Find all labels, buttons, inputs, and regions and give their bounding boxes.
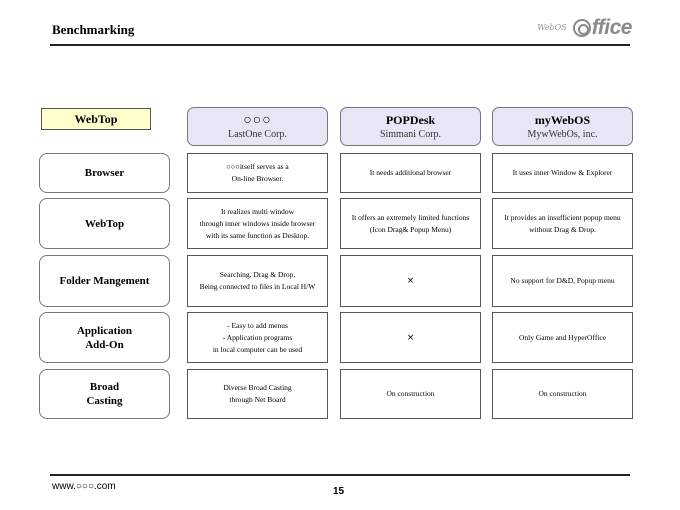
row-label-webtop: WebTop bbox=[39, 198, 170, 249]
column-header-corp: MywWebOs, inc. bbox=[527, 128, 598, 140]
table-cell: × bbox=[340, 312, 481, 363]
page-number: 15 bbox=[333, 486, 345, 497]
brand-logo: WebOS ffice bbox=[537, 15, 632, 41]
row-label-text: Application bbox=[76, 324, 132, 337]
footer-url: www.○○○.com bbox=[52, 481, 116, 492]
column-header-name: myWebOS bbox=[534, 112, 591, 127]
row-label-text: Add-On bbox=[85, 338, 124, 351]
cell-line: Only Game and HyperOffice bbox=[518, 332, 607, 342]
cell-line: It realizes multi window bbox=[220, 206, 295, 216]
cell-line: No support for D&D, Popup menu bbox=[510, 276, 615, 285]
cell-line: On construction bbox=[538, 389, 587, 398]
column-header-ooo: ○○○ LastOne Corp. bbox=[187, 107, 328, 146]
row-label-folder-management: Folder Mangement bbox=[39, 255, 170, 307]
cell-line: It offers an extremely limited functions bbox=[351, 212, 470, 222]
column-header-mywebos: myWebOS MywWebOs, inc. bbox=[492, 107, 633, 146]
table-cell: It offers an extremely limited functions… bbox=[340, 198, 481, 249]
table-cell: It realizes multi window through inner wi… bbox=[187, 198, 328, 249]
cell-line: with its same function as Desktop. bbox=[205, 230, 310, 240]
not-supported-mark: × bbox=[406, 276, 415, 286]
cell-line: It provides an insufficient popup menu bbox=[504, 212, 621, 222]
page-title: Benchmarking bbox=[52, 22, 135, 37]
column-header-corp: LastOne Corp. bbox=[228, 128, 287, 140]
cell-line: ○○○itself serves as a bbox=[226, 162, 289, 171]
row-label-browser: Browser bbox=[39, 153, 170, 193]
cell-line: On-line Browser. bbox=[231, 174, 284, 183]
row-label-text: Folder Mangement bbox=[59, 275, 150, 287]
table-cell: It provides an insufficient popup menu wi… bbox=[492, 198, 633, 249]
table-cell: - Easy to add menus - Application program… bbox=[187, 312, 328, 363]
table-cell: On construction bbox=[492, 369, 633, 419]
office-logo: ffice bbox=[572, 16, 633, 40]
table-cell: Diverse Broad Casting through Net Board bbox=[187, 369, 328, 419]
row-label-text: WebTop bbox=[84, 217, 125, 230]
footer-divider bbox=[50, 474, 630, 476]
cell-line: Diverse Broad Casting bbox=[223, 383, 292, 392]
table-cell: × bbox=[340, 255, 481, 307]
webos-logo-text: WebOS bbox=[537, 23, 567, 32]
table-cell: It uses inner Window & Explorer bbox=[492, 153, 633, 193]
cell-line: On construction bbox=[386, 389, 435, 398]
table-cell: No support for D&D, Popup menu bbox=[492, 255, 633, 307]
cell-line: It needs additional browser bbox=[369, 168, 452, 177]
table-cell: It needs additional browser bbox=[340, 153, 481, 193]
table-cell: Only Game and HyperOffice bbox=[492, 312, 633, 363]
row-label-text: Browser bbox=[84, 167, 125, 179]
column-header-name: POPDesk bbox=[385, 112, 436, 127]
table-cell: Searching, Drag & Drop, Being connected t… bbox=[187, 255, 328, 307]
column-header-popdesk: POPDesk Simmani Corp. bbox=[340, 107, 481, 146]
table-corner-label: WebTop bbox=[41, 108, 151, 130]
table-cell: On construction bbox=[340, 369, 481, 419]
row-label-text: Casting bbox=[86, 395, 123, 407]
row-label-text: Broad bbox=[89, 381, 120, 393]
at-sign-icon bbox=[572, 19, 591, 37]
column-header-corp: Simmani Corp. bbox=[379, 128, 442, 140]
cell-line: - Application programs bbox=[222, 332, 293, 342]
cell-line: It uses inner Window & Explorer bbox=[512, 168, 613, 177]
cell-line: through inner windows inside browser bbox=[199, 218, 316, 228]
cell-line: - Easy to add menus bbox=[227, 320, 288, 330]
cell-line: Searching, Drag & Drop, bbox=[219, 270, 296, 279]
cell-line: without Drag & Drop. bbox=[529, 224, 596, 234]
cell-line: in local computer can be used bbox=[212, 344, 303, 354]
cell-line: through Net Board bbox=[229, 395, 286, 404]
office-logo-text: ffice bbox=[591, 16, 633, 39]
not-supported-mark: × bbox=[406, 332, 415, 343]
cell-line: Being connected to files in Local H/W bbox=[199, 282, 316, 291]
table-cell: ○○○itself serves as a On-line Browser. bbox=[187, 153, 328, 193]
column-header-name: ○○○ bbox=[243, 112, 272, 128]
cell-line: (Icon Drag& Popup Menu) bbox=[369, 224, 452, 234]
header-divider bbox=[50, 44, 630, 46]
